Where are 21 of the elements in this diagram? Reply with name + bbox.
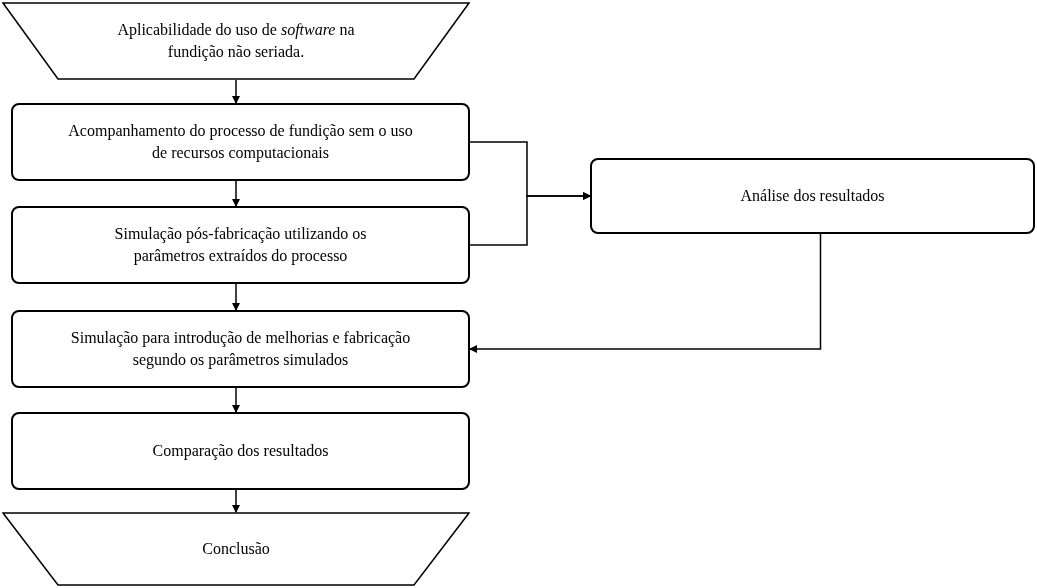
node-label: Comparação dos resultados (152, 441, 329, 462)
arrow (232, 489, 240, 513)
terminator-shape (2, 512, 470, 586)
arrow (469, 233, 822, 353)
node-label: Simulação para introdução de melhorias e fabricação segundo os parâmetros simulados (69, 328, 412, 371)
node-label: Conclusão (202, 539, 270, 559)
arrow (469, 192, 591, 246)
arrow (232, 79, 240, 104)
process-box (11, 103, 470, 181)
node-label: Acompanhamento do processo de fundição sem o uso de recursos computacionais (67, 121, 414, 164)
process-box (11, 206, 470, 284)
process-box (590, 158, 1035, 234)
process-box (11, 310, 470, 388)
terminator-shape (2, 2, 470, 80)
node-label: Simulação pós-fabricação utilizando os parâmetros extraídos do processo (113, 224, 368, 267)
arrow (232, 387, 240, 413)
node-label: Aplicabilidade do uso de software na fundição não seriada. (116, 20, 356, 63)
arrow (232, 283, 240, 311)
process-box (11, 412, 470, 490)
arrow (232, 180, 240, 207)
node-label: Análise dos resultados (740, 186, 885, 206)
